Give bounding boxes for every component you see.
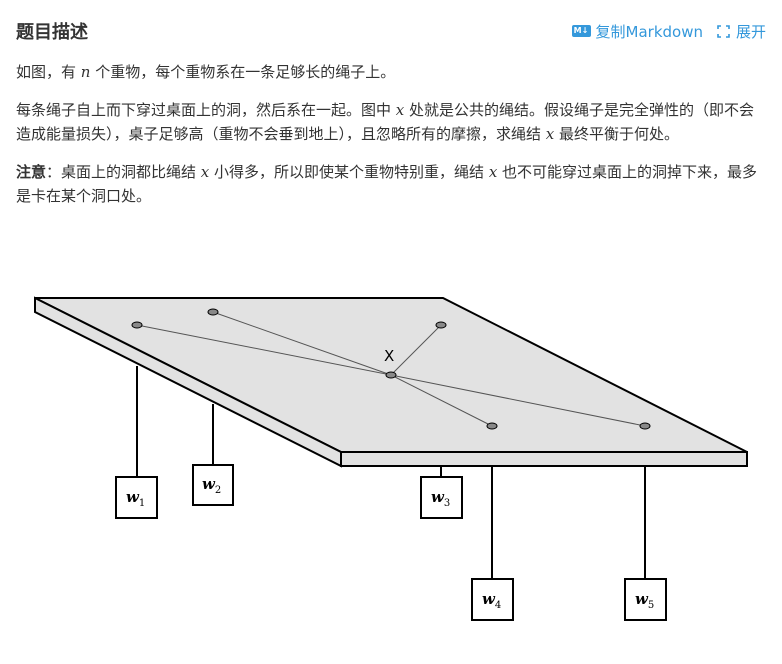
hole xyxy=(486,422,498,430)
math-var-x: x xyxy=(395,101,405,119)
weight-subscript: 4 xyxy=(495,600,501,611)
expand-label: 展开 xyxy=(735,22,766,41)
weight-subscript: 1 xyxy=(139,498,145,509)
svg-text:w5: w5 xyxy=(635,590,654,611)
markdown-icon: M↓ xyxy=(571,25,591,37)
text: 处就是公共的绳结。假设绳子是完全弹性的（即不会造成能量损失），桌子足够高（重物不… xyxy=(16,101,755,143)
hole xyxy=(131,321,143,329)
text: 个重物，每个重物系在一条足够长的绳子上。 xyxy=(90,63,396,81)
table-edge-right xyxy=(340,451,748,467)
weight-1: w1 xyxy=(115,476,158,519)
section-title: 题目描述 xyxy=(16,22,88,43)
weight-label: w xyxy=(635,590,649,608)
text: 如图，有 xyxy=(16,63,81,81)
problem-header: 题目描述 M↓ 复制Markdown 展开 xyxy=(16,16,766,46)
math-var-x: x xyxy=(488,163,498,181)
weight-label: w xyxy=(202,475,216,493)
weight-5: w5 xyxy=(624,578,667,621)
hole xyxy=(207,308,219,316)
weight-4: w4 xyxy=(471,578,514,621)
table-diagram: X w1 w2 w3 w4 w5 xyxy=(34,296,748,621)
math-var-x: x xyxy=(200,163,210,181)
svg-text:w1: w1 xyxy=(126,488,145,509)
paragraph-1: 如图，有 n 个重物，每个重物系在一条足够长的绳子上。 xyxy=(16,60,762,84)
hanging-strings xyxy=(136,366,646,579)
weight-subscript: 3 xyxy=(444,498,450,509)
paragraph-2: 每条绳子自上而下穿过桌面上的洞，然后系在一起。图中 x 处就是公共的绳结。假设绳… xyxy=(16,98,762,146)
holes xyxy=(131,308,651,430)
hole xyxy=(435,321,447,329)
math-var-n: n xyxy=(80,63,91,81)
weight-subscript: 2 xyxy=(215,485,221,496)
svg-text:w4: w4 xyxy=(482,590,501,611)
math-var-x: x xyxy=(545,125,555,143)
problem-description: 如图，有 n 个重物，每个重物系在一条足够长的绳子上。 每条绳子自上而下穿过桌面… xyxy=(16,60,762,222)
expand-button[interactable]: 展开 xyxy=(717,21,766,42)
weight-subscript: 5 xyxy=(648,600,654,611)
weight-label: w xyxy=(431,488,445,506)
header-actions: M↓ 复制Markdown 展开 xyxy=(571,21,766,42)
weight-2: w2 xyxy=(192,464,234,506)
weight-3: w3 xyxy=(420,476,463,519)
knot xyxy=(385,371,397,379)
svg-text:w3: w3 xyxy=(431,488,450,509)
table-figure: X w1 w2 w3 w4 w5 xyxy=(0,280,782,660)
text: 每条绳子自上而下穿过桌面上的洞，然后系在一起。图中 xyxy=(16,101,396,119)
text: 也不可能穿过桌面上的洞掉下来，最多是卡在某个洞口处。 xyxy=(16,163,758,205)
knot-label: X xyxy=(384,347,394,365)
text: ：桌面上的洞都比绳结 xyxy=(46,163,201,181)
hole xyxy=(639,422,651,430)
text: 最终平衡于何处。 xyxy=(554,125,680,143)
paragraph-3: 注意：桌面上的洞都比绳结 x 小得多，所以即使某个重物特别重，绳结 x 也不可能… xyxy=(16,160,762,208)
expand-icon xyxy=(717,24,730,38)
weight-label: w xyxy=(126,488,140,506)
weight-label: w xyxy=(482,590,496,608)
ropes-on-table xyxy=(136,311,646,427)
text: 小得多，所以即使某个重物特别重，绳结 xyxy=(209,163,489,181)
svg-text:w2: w2 xyxy=(202,475,221,496)
copy-markdown-button[interactable]: M↓ 复制Markdown xyxy=(571,21,703,42)
copy-markdown-label: 复制Markdown xyxy=(595,22,703,41)
note-label: 注意 xyxy=(16,163,47,181)
